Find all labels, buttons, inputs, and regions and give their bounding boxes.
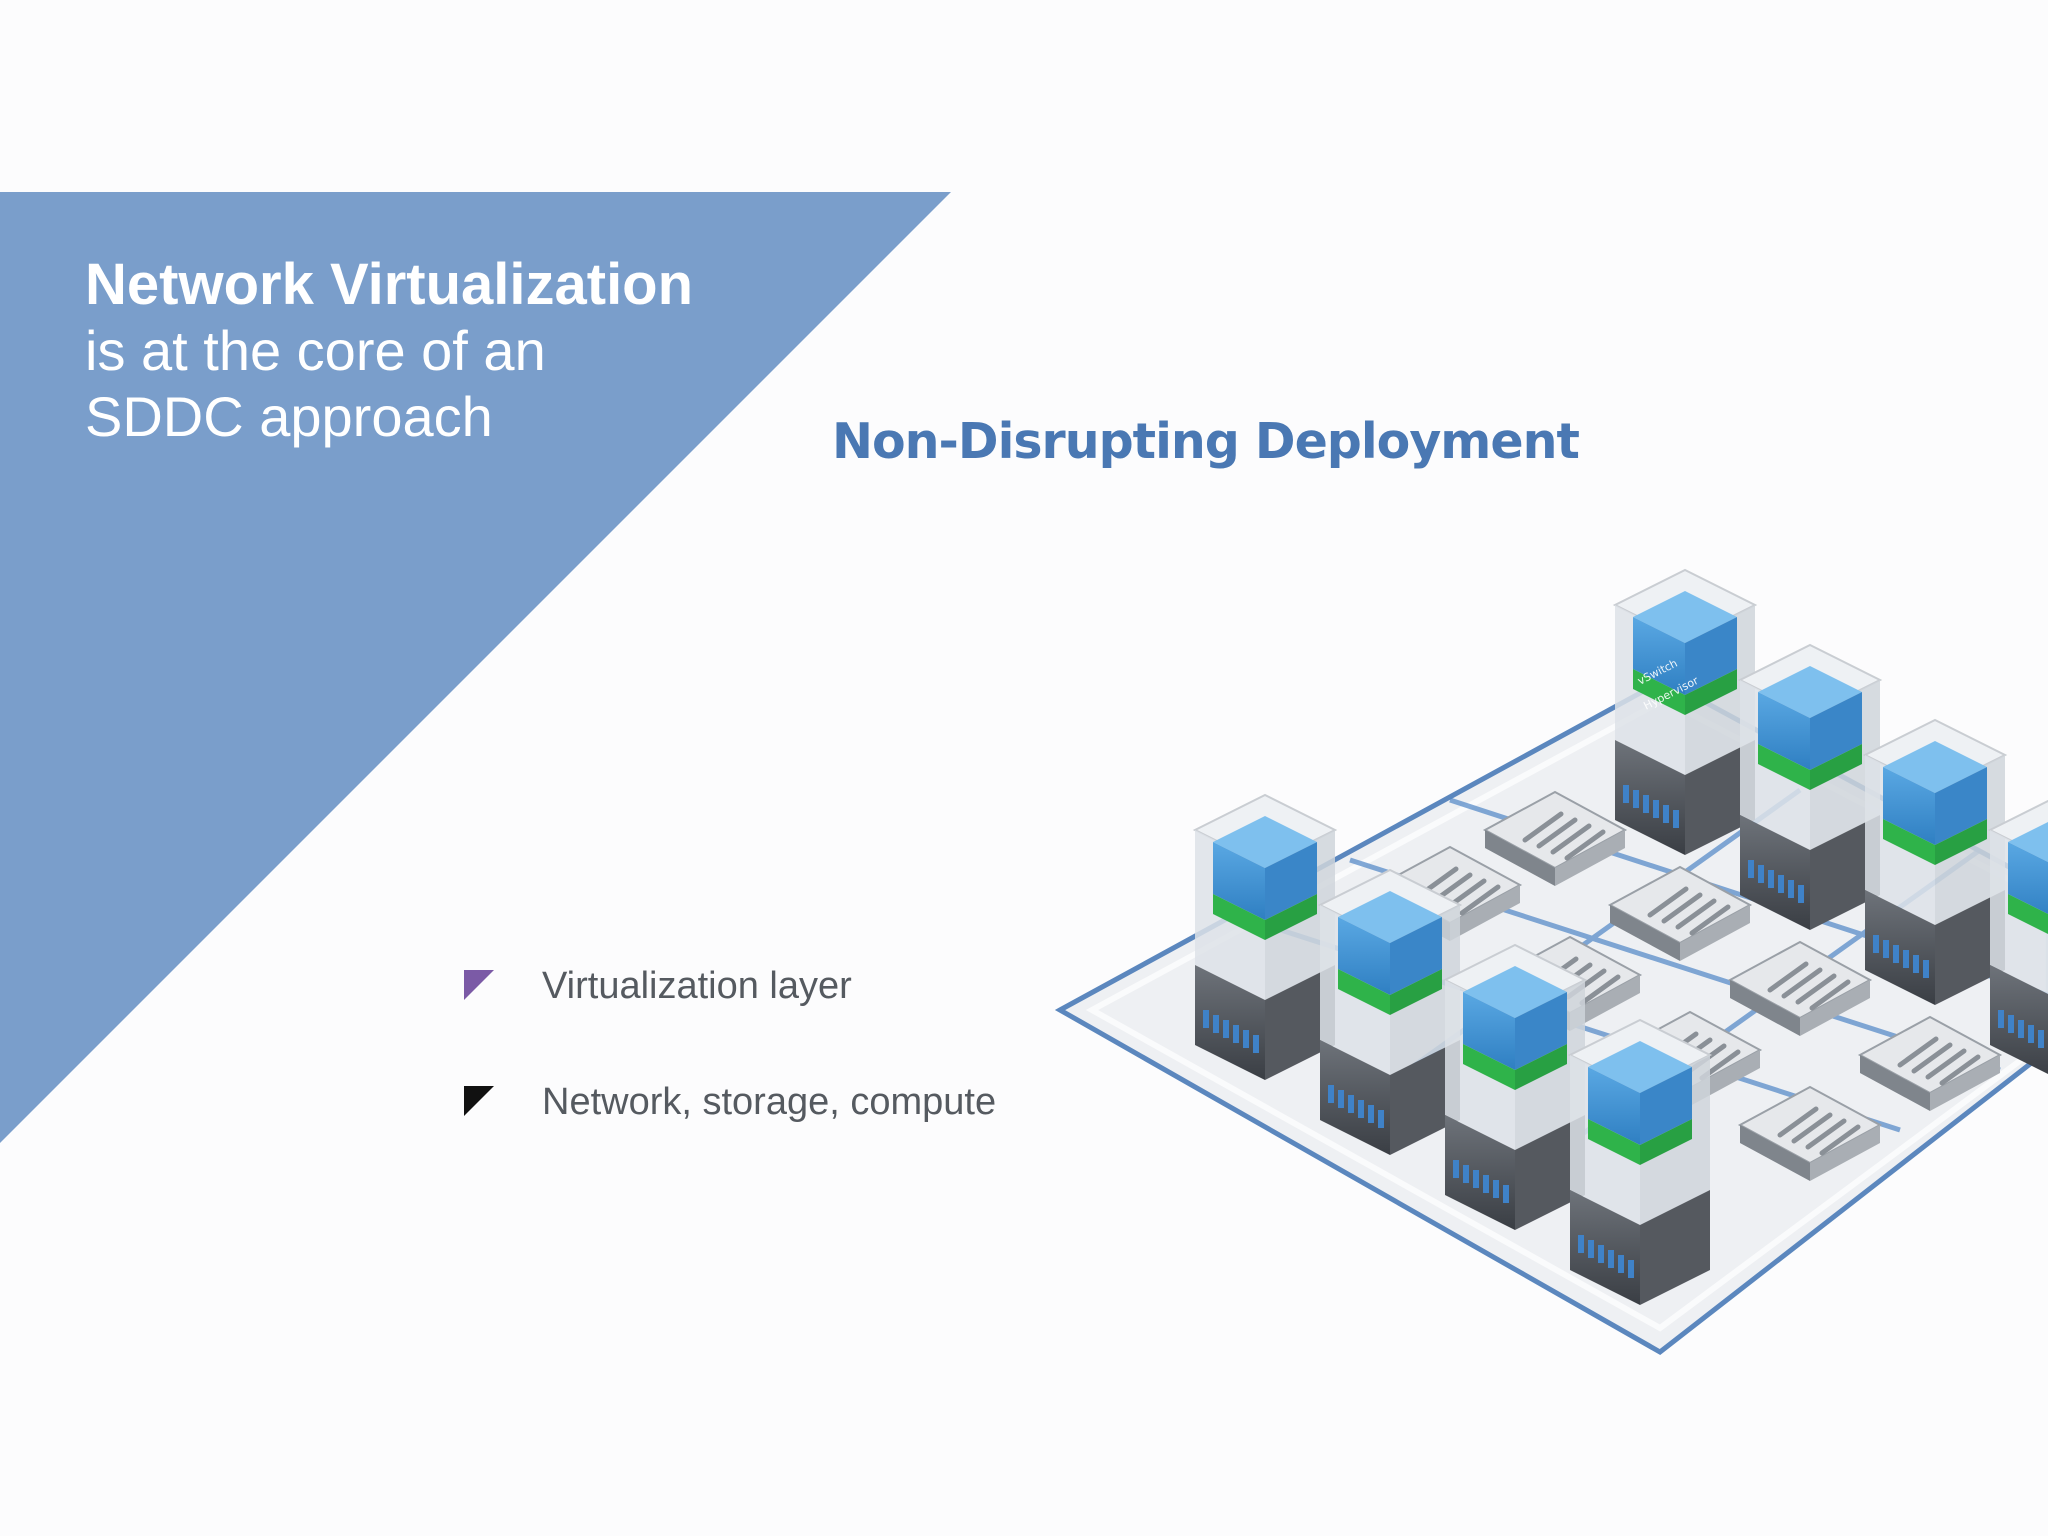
datacenter-illustration: vSwitch Hypervisor — [1054, 569, 2048, 1356]
server-stack-icon — [1194, 794, 1336, 1081]
slide-title: Network Virtualization is at the core of… — [85, 252, 693, 450]
server-stack-icon — [1739, 644, 1881, 931]
purple-triangle-icon — [464, 970, 494, 1000]
server-stack-icon — [1569, 1019, 1711, 1306]
slide-subtitle: Non-Disrupting Deployment — [832, 413, 1580, 470]
blue-triangle-banner — [0, 192, 951, 1143]
title-line-3: SDDC approach — [85, 385, 493, 448]
server-stack-icon — [1614, 569, 1756, 856]
title-bold: Network Virtualization — [85, 252, 694, 317]
server-stack-icon — [1864, 719, 2006, 1006]
black-triangle-icon — [464, 1086, 494, 1116]
server-stack-icon — [1989, 794, 2048, 1081]
server-stack-icon — [1444, 944, 1586, 1231]
legend-label: Virtualization layer — [542, 965, 852, 1007]
title-line-2: is at the core of an — [85, 319, 546, 382]
server-stack-icon — [1319, 869, 1461, 1156]
legend-label: Network, storage, compute — [542, 1081, 997, 1123]
